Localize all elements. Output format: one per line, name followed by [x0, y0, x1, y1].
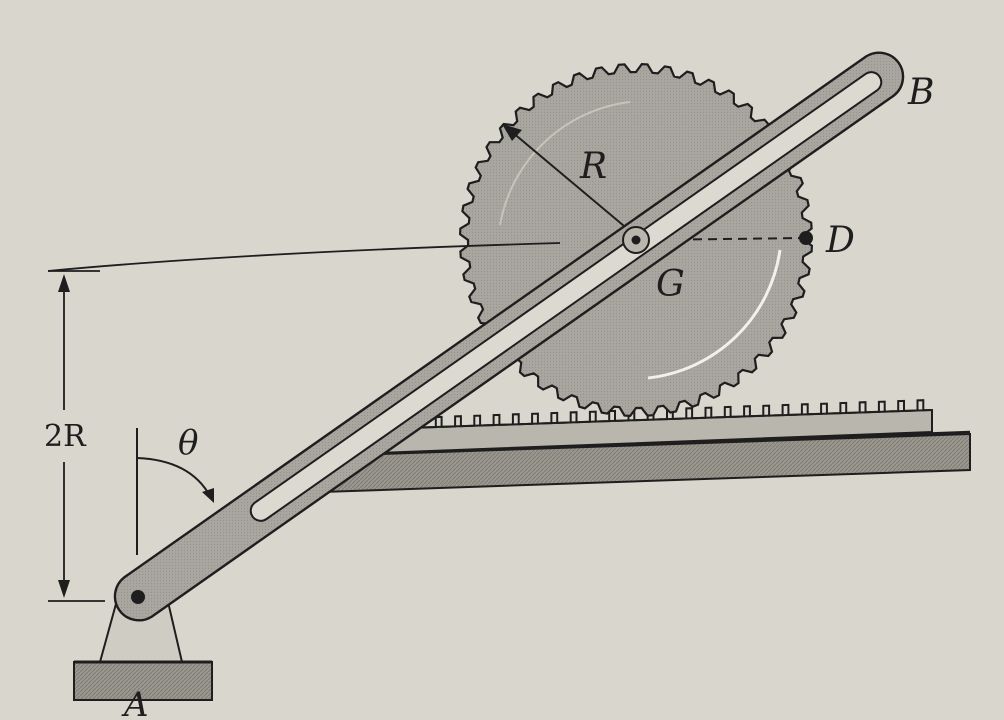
label-a: A: [121, 685, 149, 720]
dashed-line-gd: [647, 237, 805, 241]
pin-a: [131, 590, 145, 604]
radius-line: [511, 131, 637, 237]
dim-arrow-up: [58, 274, 70, 292]
label-r: R: [579, 146, 607, 187]
angle-arc: [136, 457, 211, 497]
gear-shadow-arc: [499, 101, 631, 226]
label-d: D: [825, 220, 855, 261]
gear-highlight-arc: [647, 249, 782, 380]
pin-g: [631, 235, 641, 245]
height-reference-curve: [47, 242, 561, 272]
angle-arrowhead: [202, 488, 214, 503]
point-d: [799, 231, 813, 245]
label-g: G: [656, 264, 685, 305]
rack-teeth: [351, 399, 931, 431]
link-slot: [249, 71, 883, 522]
label-theta: θ: [178, 423, 198, 463]
dim-arrow-down: [58, 580, 70, 598]
label-2r: 2R: [44, 419, 87, 454]
radius-arrowhead: [502, 124, 522, 141]
label-b: B: [907, 72, 934, 113]
